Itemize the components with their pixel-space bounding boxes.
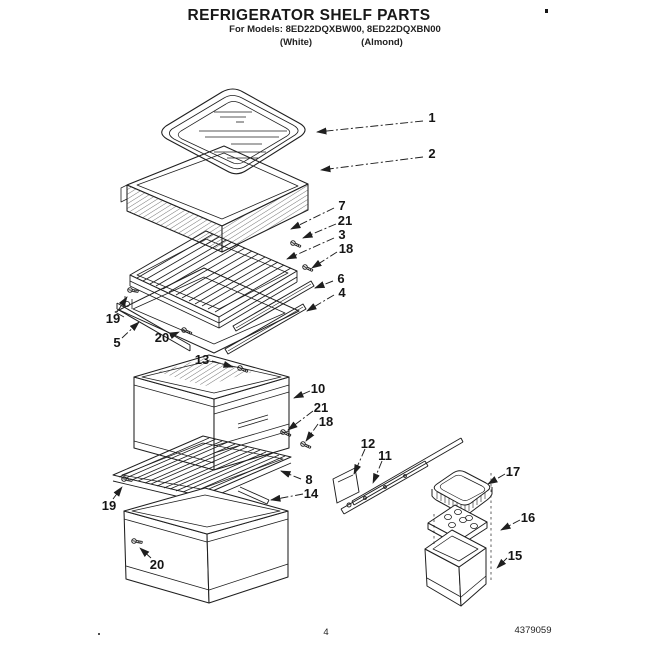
- screw-icon: [300, 441, 312, 449]
- leader-12: [353, 448, 366, 475]
- callout-number: 18: [319, 414, 333, 429]
- callout-number: 20: [155, 330, 169, 345]
- slide-frame-inner: [132, 276, 286, 345]
- callout-number: 21: [314, 400, 328, 415]
- leader-16: [500, 519, 521, 531]
- leader-20a: [168, 331, 180, 340]
- callout-number: 12: [361, 436, 375, 451]
- wire-shelf-wires: [136, 233, 292, 313]
- frame-face-right-hatch: [222, 184, 308, 252]
- glass-reflections: [199, 111, 287, 159]
- crisper-rim: [123, 487, 289, 535]
- literature-part-number: 4379059: [514, 625, 552, 636]
- callout-number: 4: [338, 285, 346, 300]
- leader-4: [306, 294, 335, 312]
- glass-pane-edge: [177, 101, 291, 165]
- callout-number: 10: [311, 381, 325, 396]
- frame-face-left-hatch: [127, 185, 222, 252]
- callout-number: 6: [337, 271, 344, 286]
- callout-number: 20: [150, 557, 164, 572]
- leader-19b: [112, 486, 123, 500]
- slide-rail-plate-line: [337, 474, 354, 483]
- callout-number: 11: [378, 448, 392, 463]
- part-rail-6: [232, 280, 315, 332]
- callout-number: 3: [338, 227, 345, 242]
- leader-7: [290, 207, 335, 230]
- bin-band-line: [426, 575, 487, 598]
- finish-white-label: (White): [279, 37, 313, 48]
- callout-number: 7: [338, 198, 345, 213]
- bin-inner-rim: [432, 535, 479, 562]
- part-shelf-frame: [120, 145, 309, 253]
- callout-number: 16: [521, 510, 535, 525]
- callout-number: 15: [508, 548, 522, 563]
- part-slide-rail-assembly: [332, 437, 464, 515]
- lid-inner-line: [439, 474, 486, 501]
- part-storage-bin: [424, 529, 487, 607]
- callout-number: 19: [102, 498, 116, 513]
- screw-icon: [302, 264, 314, 272]
- leader-8: [280, 470, 302, 480]
- projection-lines: [433, 473, 492, 583]
- leader-17: [487, 473, 506, 485]
- callout-number: 14: [304, 486, 319, 501]
- leader-15: [496, 557, 508, 569]
- leader-18a: [311, 251, 338, 269]
- leader-21b: [287, 410, 314, 431]
- leader-1: [316, 120, 424, 135]
- lid-top: [433, 470, 491, 506]
- callout-number: 2: [428, 146, 435, 161]
- callout-leaders: [112, 120, 521, 569]
- part-bin-lid: [431, 470, 493, 515]
- leader-6: [314, 280, 334, 289]
- leader-19a: [116, 296, 128, 313]
- leader-10: [293, 390, 311, 399]
- models-line: For Models: 8ED22DQXBW00, 8ED22DQXBN00: [229, 24, 441, 35]
- wire-shelf-inner-rim: [136, 238, 289, 310]
- callout-number: 19: [106, 311, 120, 326]
- part-meat-pan: [133, 354, 290, 471]
- part-wire-shelf-upper: [129, 230, 298, 329]
- callout-number: 5: [113, 335, 120, 350]
- leader-14: [270, 493, 304, 502]
- frame-inner-rim: [136, 152, 299, 220]
- finish-almond-label: (Almond): [361, 37, 403, 48]
- callout-number: 13: [195, 352, 209, 367]
- scan-speck: [98, 633, 100, 635]
- wire-shelf-under-rails: [129, 271, 298, 329]
- slide-rail-front: [340, 460, 429, 515]
- scan-speck: [545, 9, 548, 13]
- leader-21a: [302, 223, 337, 239]
- callout-number: 8: [305, 472, 312, 487]
- callout-number: 17: [506, 464, 520, 479]
- glass-inner-rim: [169, 95, 299, 170]
- callout-number: 21: [338, 213, 352, 228]
- leader-5: [121, 321, 140, 339]
- page-title: REFRIGERATOR SHELF PARTS: [187, 7, 431, 24]
- crisper-band-lines: [123, 518, 289, 591]
- part-glass-shelf: [161, 88, 306, 175]
- leader-11: [372, 460, 383, 484]
- leader-18b: [305, 423, 319, 442]
- frame-left-tab: [120, 184, 128, 203]
- leader-13: [211, 360, 234, 368]
- part-crisper-pan: [123, 487, 289, 604]
- callout-number: 18: [339, 241, 353, 256]
- lower-wire-wires: [118, 437, 286, 496]
- slide-rail-rear: [351, 437, 464, 506]
- screw-icon: [290, 240, 302, 248]
- page-number: 4: [323, 627, 329, 638]
- slide-frame-outer: [118, 267, 300, 354]
- callout-numbers: 1 2 7 21 3 18 6 4 19 5 20 13 10 21 18 8 …: [102, 110, 535, 572]
- crisper-inner-rim: [131, 494, 281, 528]
- leader-3: [286, 237, 335, 260]
- leader-2: [320, 156, 424, 173]
- egg-dimples: [444, 508, 478, 530]
- part-rail-4: [224, 303, 307, 355]
- leader-20b: [139, 547, 152, 559]
- slide-rail-plate: [332, 467, 360, 504]
- callout-number: 1: [428, 110, 435, 125]
- glass-outer-rim: [161, 88, 306, 175]
